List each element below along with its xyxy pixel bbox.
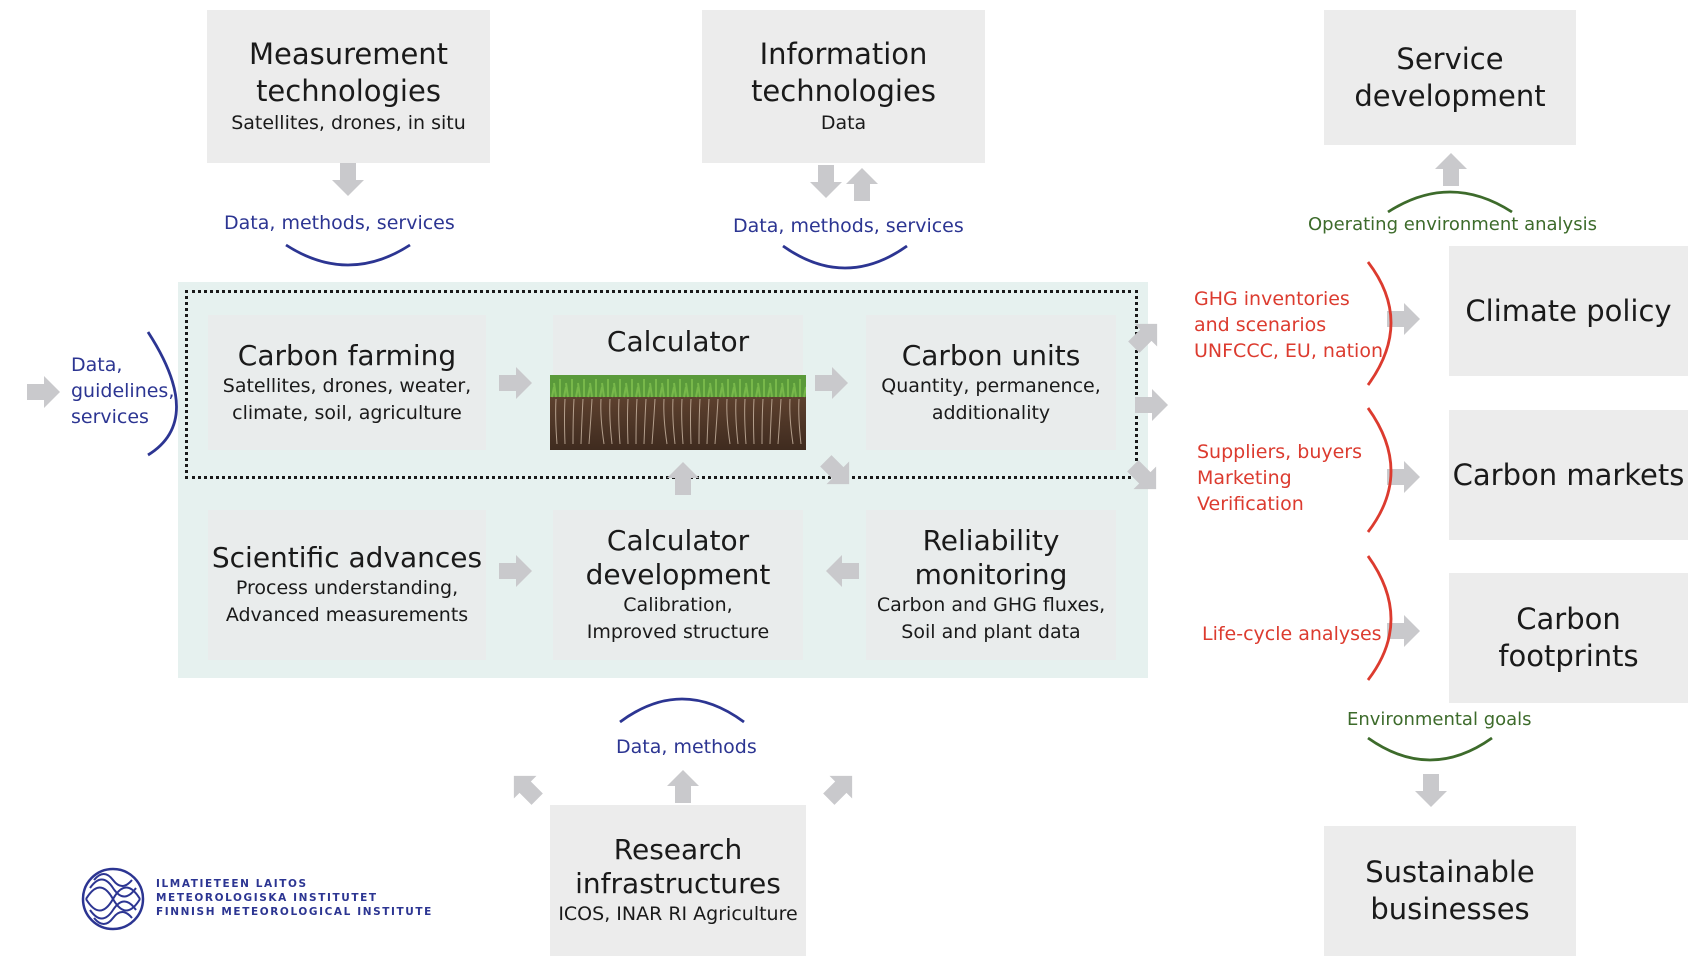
research-title-2: infrastructures <box>575 867 781 900</box>
suppliers-line-3: Verification <box>1197 493 1304 515</box>
label-data-guidelines-services: Data, guidelines, services <box>71 352 174 430</box>
carbon-units-box: Carbon units Quantity, permanence, addit… <box>866 315 1116 450</box>
arrow-to-sustainable <box>1415 774 1447 807</box>
arrow-research-left <box>502 764 549 811</box>
ghg-line-1: GHG inventories <box>1194 288 1350 310</box>
arrow-units-reliability <box>814 449 861 496</box>
logo-line-2: METEOROLOGISKA INSTITUTET <box>156 892 378 904</box>
carbon-units-sub-2: additionality <box>931 401 1051 424</box>
carbon-farming-sub-1: Satellites, drones, weater, <box>222 374 472 397</box>
climate-policy-title: Climate policy <box>1465 293 1672 328</box>
arrow-to-ghg <box>1122 312 1169 359</box>
curve-environmental <box>1367 736 1493 762</box>
label-data-methods-services-2: Data, methods, services <box>733 215 964 237</box>
reliability-sub-1: Carbon and GHG fluxes, <box>876 594 1106 616</box>
climate-policy-box: Climate policy <box>1449 246 1688 376</box>
research-sub: ICOS, INAR RI Agriculture <box>558 903 798 925</box>
arrow-farming-calculator <box>499 367 532 399</box>
calculator-title: Calculator <box>606 325 750 358</box>
carbon-farming-box: Carbon farming Satellites, drones, weate… <box>208 315 486 450</box>
ghg-line-2: and scenarios <box>1194 314 1327 336</box>
arrow-research-up <box>667 770 699 803</box>
curve-operating <box>1387 190 1513 214</box>
arrow-to-service <box>1435 153 1467 186</box>
scientific-sub-1: Process understanding, <box>235 577 459 599</box>
sustainable-title-2: businesses <box>1370 892 1530 926</box>
curve-footprints <box>1366 555 1393 681</box>
service-development-box: Service development <box>1324 10 1576 145</box>
scientific-title: Scientific advances <box>211 541 483 574</box>
reliability-monitoring-box: Reliability monitoring Carbon and GHG fl… <box>866 510 1116 660</box>
sustainable-title-1: Sustainable <box>1365 855 1535 889</box>
reliability-sub-2: Soil and plant data <box>901 621 1081 643</box>
ghg-text: GHG inventories and scenarios UNFCCC, EU… <box>1194 286 1383 364</box>
label-line-3: services <box>71 406 149 428</box>
carbon-units-sub-1: Quantity, permanence, <box>881 374 1101 397</box>
curve-information <box>782 244 908 270</box>
arrow-down-information <box>810 165 842 198</box>
measurement-title: Measurement technologies <box>248 37 449 108</box>
reliability-title-2: monitoring <box>914 558 1068 591</box>
scientific-sub-2: Advanced measurements <box>225 604 469 626</box>
information-technologies-box: Information technologies Data <box>702 10 985 163</box>
lca-text: Life-cycle analyses <box>1202 623 1382 645</box>
calculator-development-box: Calculator development Calibration, Impr… <box>553 510 803 660</box>
carbon-markets-title: Carbon markets <box>1452 457 1685 492</box>
fmi-logo-icon <box>80 866 146 932</box>
carbon-footprints-title-2: footprints <box>1498 639 1639 673</box>
label-operating-environment: Operating environment analysis <box>1308 214 1597 235</box>
curve-left-input <box>146 331 178 457</box>
sustainable-businesses-box: Sustainable businesses <box>1324 826 1576 956</box>
carbon-farming-sub-2: climate, soil, agriculture <box>232 401 462 424</box>
carbon-footprints-box: Carbon footprints <box>1449 573 1688 703</box>
calc-dev-title-2: development <box>585 558 771 591</box>
arrow-science-caldev <box>499 555 532 587</box>
reliability-title-1: Reliability <box>922 524 1060 557</box>
logo-line-1: ILMATIETEEN LAITOS <box>156 878 308 890</box>
carbon-chain-frame <box>185 290 1138 479</box>
label-line-1: Data, <box>71 354 123 376</box>
arrow-inflow <box>27 376 60 408</box>
curve-markets <box>1366 407 1393 533</box>
arrow-caldev-calculator <box>667 462 699 495</box>
fmi-logo-text: ILMATIETEEN LAITOS METEOROLOGISKA INSTIT… <box>156 877 433 919</box>
arrow-reliability-caldev <box>826 555 859 587</box>
curve-measurement <box>285 243 411 267</box>
carbon-footprints-title-1: Carbon <box>1516 602 1621 636</box>
calc-dev-sub-1: Calibration, <box>623 594 733 616</box>
logo-line-3: FINNISH METEOROLOGICAL INSTITUTE <box>156 906 433 918</box>
label-line-2: guidelines, <box>71 380 175 402</box>
information-title: Information technologies <box>751 37 936 108</box>
label-environmental-goals: Environmental goals <box>1347 709 1532 730</box>
ghg-line-3: UNFCCC, EU, nation <box>1194 340 1383 362</box>
information-sub: Data <box>820 112 867 134</box>
service-title: Service development <box>1354 41 1546 113</box>
measurement-technologies-box: Measurement technologies Satellites, dro… <box>207 10 490 163</box>
suppliers-line-2: Marketing <box>1197 467 1292 489</box>
arrow-to-suppliers <box>1135 389 1168 421</box>
measurement-sub: Satellites, drones, in situ <box>231 112 466 134</box>
arrow-down-measurement <box>332 163 364 196</box>
arrow-calculator-units <box>815 367 848 399</box>
curve-research <box>619 697 745 724</box>
carbon-markets-box: Carbon markets <box>1449 410 1688 540</box>
calc-dev-title-1: Calculator <box>606 524 750 557</box>
carbon-farming-title: Carbon farming <box>237 338 457 372</box>
research-infrastructures-box: Research infrastructures ICOS, INAR RI A… <box>550 805 806 956</box>
arrow-research-right <box>817 764 864 811</box>
label-data-methods-services-1: Data, methods, services <box>224 212 455 234</box>
carbon-units-title: Carbon units <box>901 338 1081 372</box>
research-title-1: Research <box>613 833 743 866</box>
suppliers-text: Suppliers, buyers Marketing Verification <box>1197 439 1362 517</box>
scientific-advances-box: Scientific advances Process understandin… <box>208 510 486 660</box>
suppliers-line-1: Suppliers, buyers <box>1197 441 1363 463</box>
curve-ghg <box>1366 261 1393 386</box>
arrow-to-verification <box>1121 454 1168 501</box>
label-data-methods: Data, methods <box>616 736 757 758</box>
calc-dev-sub-2: Improved structure <box>586 621 770 643</box>
arrow-up-information <box>846 168 878 201</box>
soil-image <box>550 375 806 450</box>
